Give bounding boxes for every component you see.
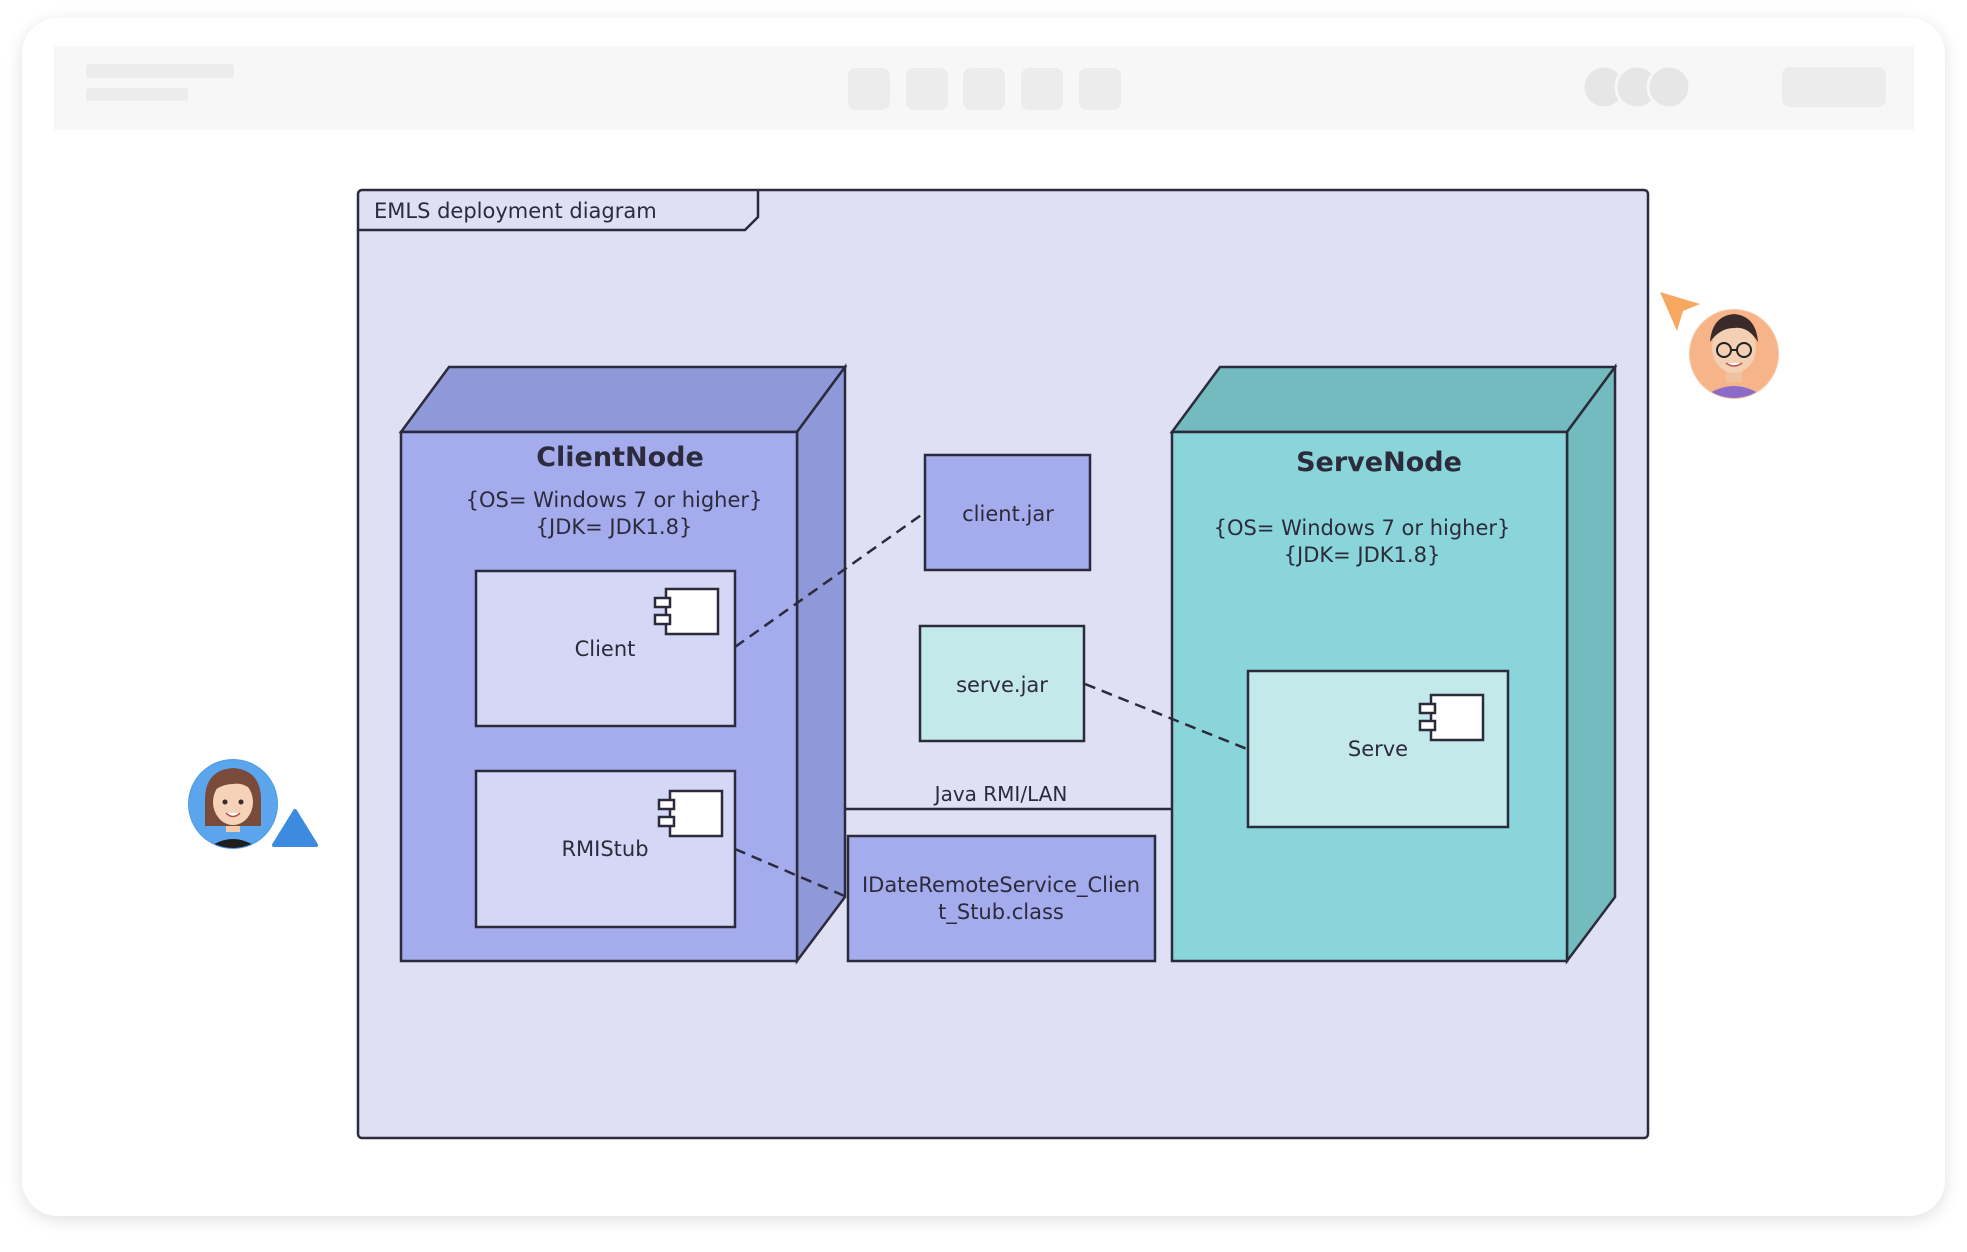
toolbar-button-2[interactable] [906, 68, 948, 110]
serve-node-jdk: {JDK= JDK1.8} [1284, 543, 1441, 567]
share-button[interactable] [1782, 67, 1886, 107]
client-node-title: ClientNode [536, 442, 704, 473]
serve-jar-label: serve.jar [956, 673, 1048, 697]
stub-class-label-line2: t_Stub.class [938, 900, 1064, 925]
dependency-serve-jar-to-serve[interactable] [1084, 682, 1248, 751]
serve-node-os: {OS= Windows 7 or higher} [1214, 516, 1511, 540]
title-placeholder [86, 64, 234, 78]
component-icon [653, 587, 720, 636]
toolbar-button-4[interactable] [1021, 68, 1063, 110]
subtitle-placeholder [86, 88, 188, 101]
client-jar-artifact[interactable]: client.jar [923, 453, 1092, 572]
frame-title: EMLS deployment diagram [374, 199, 657, 223]
cursor-arrow-icon [1660, 292, 1700, 331]
collaborator-avatars[interactable] [1581, 64, 1692, 110]
toolbar-button-1[interactable] [848, 68, 890, 110]
toolbar-button-5[interactable] [1079, 68, 1121, 110]
serve-component[interactable]: Serve [1246, 669, 1510, 829]
collaborator-avatar-left[interactable] [188, 759, 278, 852]
rmistub-component-label: RMIStub [561, 837, 648, 861]
component-icon [1418, 693, 1485, 742]
component-icon [657, 789, 724, 838]
serve-component-label: Serve [1348, 737, 1408, 761]
client-node-os: {OS= Windows 7 or higher} [466, 488, 763, 512]
dependency-client-to-client-jar[interactable] [734, 511, 925, 649]
collaborator-cursor-blue [272, 809, 318, 847]
client-jar-label: client.jar [962, 502, 1054, 526]
client-node-jdk: {JDK= JDK1.8} [536, 515, 693, 539]
rmistub-component[interactable]: RMIStub [474, 769, 737, 929]
serve-node-title: ServeNode [1296, 447, 1462, 478]
client-component-label: Client [575, 637, 636, 661]
stub-class-artifact[interactable]: IDateRemoteService_Clien t_Stub.class [846, 834, 1157, 963]
communication-path-label: Java RMI/LAN [933, 782, 1068, 806]
cursor-arrow-icon [272, 809, 318, 847]
collaborator-cursor-orange [1660, 292, 1700, 331]
toolbar [54, 46, 1914, 130]
serve-jar-artifact[interactable]: serve.jar [918, 624, 1086, 743]
collaborator-avatar-right[interactable] [1689, 309, 1779, 400]
dependency-rmistub-to-stub-class[interactable] [734, 847, 848, 899]
client-component[interactable]: Client [474, 569, 737, 728]
toolbar-button-3[interactable] [963, 68, 1005, 110]
serve-node[interactable]: ServeNode {OS= Windows 7 or higher} {JDK… [1169, 363, 1618, 965]
stub-class-label-line1: IDateRemoteService_Clien [862, 873, 1140, 898]
